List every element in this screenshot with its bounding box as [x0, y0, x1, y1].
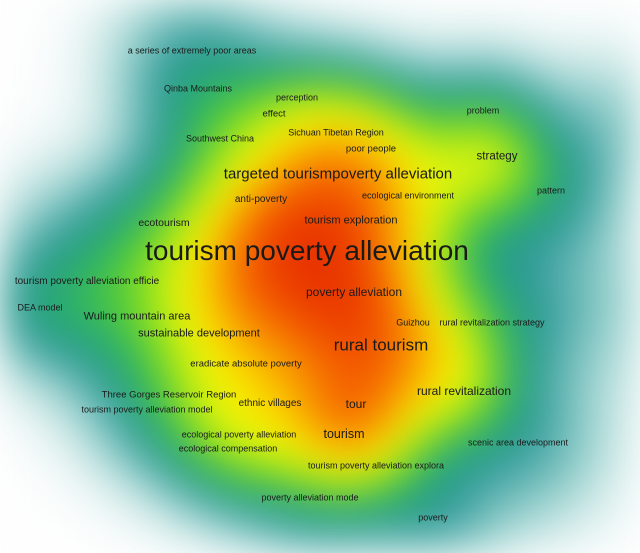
term-tourism-poverty-alleviation-efficie[interactable]: tourism poverty alleviation efficie — [14, 276, 160, 287]
term-tourism-poverty-alleviation-model[interactable]: tourism poverty alleviation model — [81, 404, 213, 415]
term-qinba-mountains[interactable]: Qinba Mountains — [163, 83, 233, 94]
term-strategy[interactable]: strategy — [476, 150, 518, 163]
term-wuling-mountain-area[interactable]: Wuling mountain area — [83, 310, 191, 323]
term-effect[interactable]: effect — [262, 108, 286, 120]
term-poverty[interactable]: poverty — [418, 512, 448, 523]
term-ecological-environment[interactable]: ecological environment — [361, 190, 455, 201]
term-guizhou[interactable]: Guizhou — [396, 317, 430, 328]
term-tourism-exploration[interactable]: tourism exploration — [304, 214, 398, 227]
term-poverty-alleviation-mode[interactable]: poverty alleviation mode — [261, 492, 359, 503]
term-a-series-of-extremely-poor-areas[interactable]: a series of extremely poor areas — [127, 45, 257, 56]
term-southwest-china[interactable]: Southwest China — [185, 133, 255, 144]
term-tourism-poverty-alleviation-explora[interactable]: tourism poverty alleviation explora — [307, 460, 445, 471]
term-ecotourism[interactable]: ecotourism — [138, 216, 190, 229]
term-poor-people[interactable]: poor people — [345, 143, 397, 155]
term-poverty-alleviation[interactable]: poverty alleviation — [305, 285, 403, 299]
term-tour[interactable]: tour — [345, 397, 367, 411]
term-anti-poverty[interactable]: anti-poverty — [234, 194, 288, 205]
term-tourism[interactable]: tourism — [323, 426, 365, 441]
term-ecological-compensation[interactable]: ecological compensation — [178, 443, 278, 454]
term-eradicate-absolute-poverty[interactable]: eradicate absolute poverty — [190, 358, 302, 370]
term-ethnic-villages[interactable]: ethnic villages — [238, 398, 302, 409]
term-three-gorges-reservoir-region[interactable]: Three Gorges Reservoir Region — [101, 389, 237, 401]
term-dea-model[interactable]: DEA model — [17, 302, 63, 313]
term-scenic-area-development[interactable]: scenic area development — [467, 437, 569, 448]
term-rural-revitalization[interactable]: rural revitalization — [416, 384, 512, 398]
term-rural-revitalization-strategy[interactable]: rural revitalization strategy — [439, 317, 545, 328]
term-rural-tourism[interactable]: rural tourism — [333, 335, 429, 355]
term-pattern[interactable]: pattern — [536, 185, 566, 196]
term-problem[interactable]: problem — [466, 105, 500, 116]
term-sichuan-tibetan-region[interactable]: Sichuan Tibetan Region — [288, 127, 384, 138]
term-tourism-poverty-alleviation[interactable]: tourism poverty alleviation — [145, 235, 469, 266]
term-targeted-tourism-poverty-alleviation[interactable]: targeted tourismpoverty alleviation — [223, 165, 453, 183]
term-ecological-poverty-alleviation[interactable]: ecological poverty alleviation — [181, 429, 297, 440]
term-sustainable-development[interactable]: sustainable development — [138, 327, 260, 340]
term-perception[interactable]: perception — [275, 92, 319, 103]
